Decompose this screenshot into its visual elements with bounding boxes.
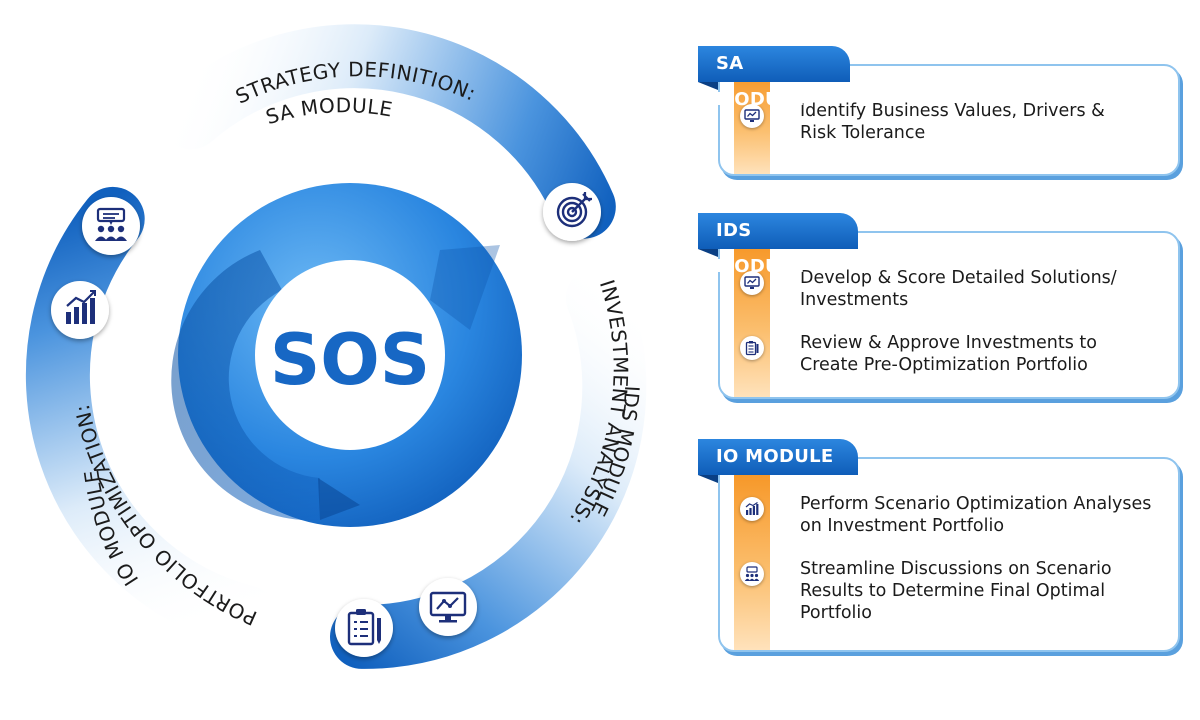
text-line: Portfolio	[800, 603, 872, 623]
sos-ring	[171, 183, 522, 527]
text-line: Risk Tolerance	[800, 123, 926, 143]
sa-item-1-text: Identify Business Values, Drivers & Risk…	[800, 100, 1168, 144]
text-line: Create Pre-Optimization Portfolio	[800, 355, 1088, 375]
ids-module-tab: IDS MODULE	[698, 213, 858, 277]
sos-center-label: SOS	[270, 319, 430, 401]
target-icon	[543, 183, 601, 241]
clipboard-icon	[335, 599, 393, 657]
io-card-strip	[734, 459, 770, 650]
text-line: on Investment Portfolio	[800, 516, 1005, 536]
clipboard-icon	[740, 336, 764, 360]
io-item-1-text: Perform Scenario Optimization Analyses o…	[800, 493, 1168, 537]
text-line: Review & Approve Investments to	[800, 333, 1097, 353]
ids-item-2-text: Review & Approve Investments to Create P…	[800, 332, 1168, 376]
sa-arc	[158, 24, 616, 239]
bar-chart-icon	[51, 281, 109, 339]
monitor-chart-icon	[419, 578, 477, 636]
text-line: Streamline Discussions on Scenario	[800, 559, 1112, 579]
cycle-graphic: SOS STRATEGY DEFINITION: SA MODULE INVES…	[25, 24, 647, 669]
ids-item-1-text: Develop & Score Detailed Solutions/ Inve…	[800, 267, 1168, 311]
sa-module-tab: SA MODULE	[698, 46, 850, 110]
io-module-tab: IO MODULE	[698, 439, 858, 483]
ids-card-strip	[734, 233, 770, 397]
text-line: Develop & Score Detailed Solutions/	[800, 268, 1117, 288]
io-item-2-text: Streamline Discussions on Scenario Resul…	[800, 558, 1168, 624]
bar-chart-icon	[740, 497, 764, 521]
collaboration-icon	[740, 562, 764, 586]
monitor-chart-icon	[740, 271, 764, 295]
text-line: Identify Business Values, Drivers &	[800, 101, 1105, 121]
collaboration-icon	[82, 197, 140, 255]
text-line: Investments	[800, 290, 909, 310]
text-line: Results to Determine Final Optimal	[800, 581, 1106, 601]
monitor-chart-icon	[740, 104, 764, 128]
text-line: Perform Scenario Optimization Analyses	[800, 494, 1152, 514]
ids-module-card: Develop & Score Detailed Solutions/ Inve…	[718, 231, 1180, 399]
io-module-card: Perform Scenario Optimization Analyses o…	[718, 457, 1180, 652]
sa-module-card: Identify Business Values, Drivers & Risk…	[718, 64, 1180, 176]
